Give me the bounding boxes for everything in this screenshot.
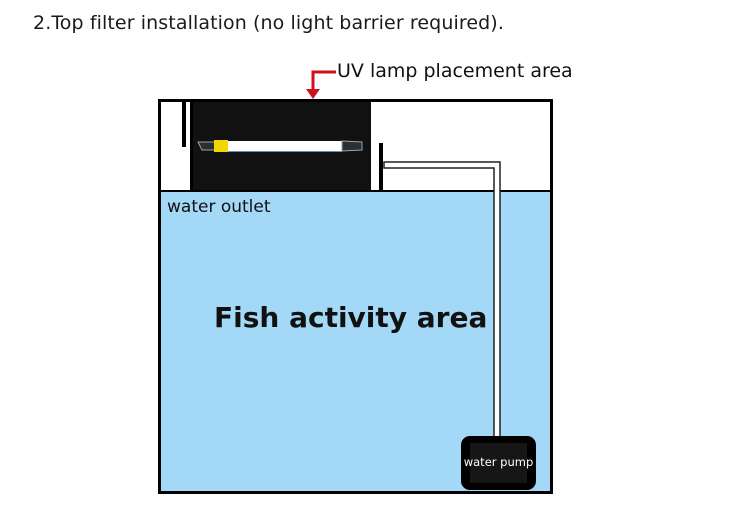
baffle-right <box>379 143 383 190</box>
uv-lamp-icon <box>197 140 363 152</box>
water-pipe <box>383 161 501 439</box>
page-title: 2.Top filter installation (no light barr… <box>33 12 504 34</box>
baffle-left <box>182 102 186 147</box>
fish-activity-area-label: Fish activity area <box>214 301 488 334</box>
compartment-wall <box>190 102 193 190</box>
uv-lamp-area-label: UV lamp placement area <box>337 60 573 82</box>
water-pump-label: water pump <box>463 455 534 469</box>
water-pump-panel <box>470 443 527 483</box>
callout-arrow-icon <box>306 70 336 99</box>
water-outlet-label: water outlet <box>167 197 271 217</box>
